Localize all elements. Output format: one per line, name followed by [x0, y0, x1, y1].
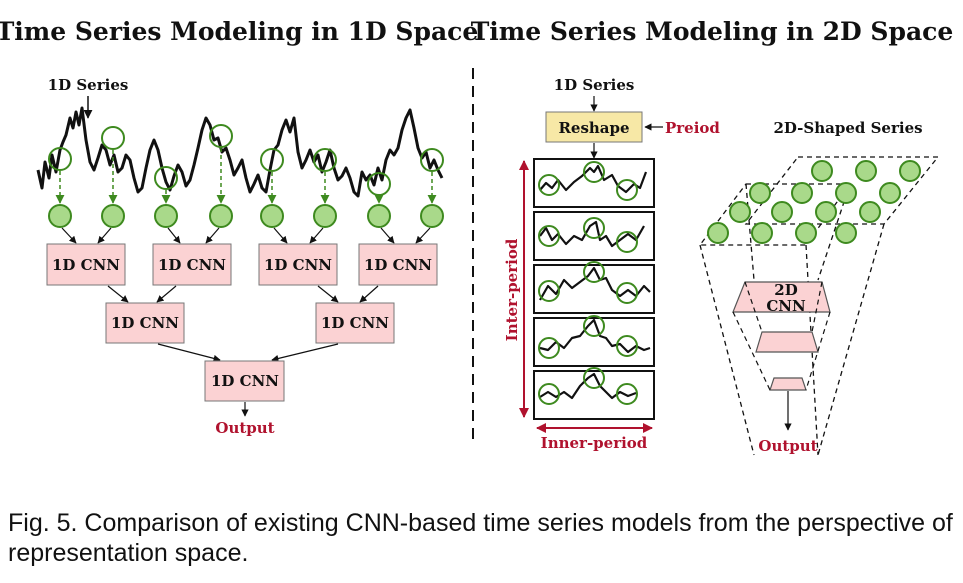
inter-period-label: Inter-period — [503, 238, 521, 341]
left-output-label: Output — [215, 419, 274, 437]
cnn-layer-1: 1D CNN 1D CNN 1D CNN 1D CNN — [46, 243, 438, 286]
2d-cnn-funnel — [732, 281, 831, 391]
left-panel-title: Time Series Modeling in 1D Space — [0, 17, 478, 46]
left-series-label: 1D Series — [48, 76, 129, 94]
inner-period-label: Inner-period — [541, 434, 648, 452]
right-output-label: Output — [758, 437, 817, 455]
comparison-figure: Time Series Modeling in 1D Space 1D Seri… — [0, 17, 954, 456]
2d-feature-nodes — [707, 160, 921, 244]
cnn-box-label: 1D CNN — [321, 314, 389, 332]
right-panel-title: Time Series Modeling in 2D Space — [471, 17, 954, 46]
period-segments — [539, 164, 651, 400]
2d-cnn-label-line2: CNN — [766, 297, 806, 315]
left-feature-nodes — [48, 204, 444, 228]
period-label: Preiod — [665, 119, 720, 137]
figure-caption: Fig. 5. Comparison of existing CNN-based… — [8, 509, 953, 567]
period-stack — [533, 158, 655, 420]
period-circles — [538, 161, 638, 405]
left-dashed-arrows — [55, 148, 437, 204]
right-series-label: 1D Series — [554, 76, 635, 94]
left-1d-series-line — [36, 106, 444, 198]
shaped-series-label: 2D-Shaped Series — [773, 119, 922, 137]
cnn-layer-3: 1D CNN — [204, 360, 285, 402]
reshape-label: Reshape — [558, 119, 629, 137]
cnn-box-label: 1D CNN — [264, 256, 332, 274]
reshape-box — [545, 111, 643, 143]
2d-cnn-label-line1: 2D — [774, 281, 797, 299]
cnn-layer-2: 1D CNN 1D CNN — [105, 302, 395, 344]
cnn-box-label: 1D CNN — [158, 256, 226, 274]
cnn-box-label: 1D CNN — [111, 314, 179, 332]
cnn-box-label: 1D CNN — [211, 372, 279, 390]
cnn-box-label: 1D CNN — [364, 256, 432, 274]
cnn-box-label: 1D CNN — [52, 256, 120, 274]
